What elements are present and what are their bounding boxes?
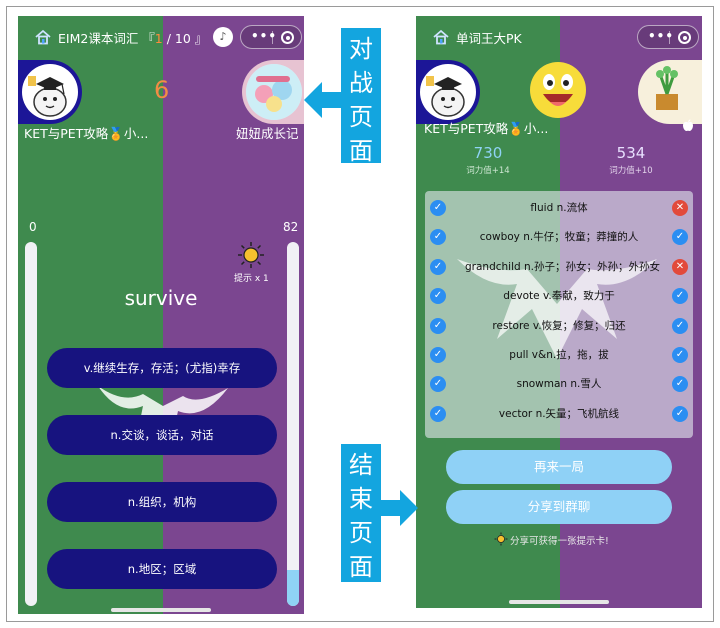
result-row: ✓ devote v.奉献，致力于 ✓ bbox=[425, 281, 693, 310]
mini-program-capsule[interactable]: ••• bbox=[637, 25, 699, 49]
more-icon[interactable]: ••• bbox=[251, 29, 278, 43]
score-left: 730 bbox=[473, 144, 503, 162]
check-icon: ✓ bbox=[672, 347, 688, 363]
score-right: 534 bbox=[616, 144, 646, 162]
result-word: pull v&n.拉，拖，拔 bbox=[509, 349, 609, 361]
callout-end-page: 结束页面 bbox=[341, 444, 381, 582]
end-page-screen: 单词王大PK ••• bbox=[416, 16, 702, 608]
player-left-name: KET与PET攻略🏅小... bbox=[24, 126, 149, 141]
result-word: devote v.奉献，致力于 bbox=[503, 290, 615, 303]
sun-hint-icon bbox=[494, 532, 508, 546]
home-indicator[interactable] bbox=[509, 600, 609, 604]
check-icon: ✓ bbox=[672, 288, 688, 305]
close-target-icon[interactable] bbox=[281, 31, 294, 44]
check-icon: ✓ bbox=[672, 229, 688, 246]
player-left-name: KET与PET攻略🏅小... bbox=[424, 121, 549, 136]
share-to-group-button[interactable]: 分享到群聊 bbox=[446, 490, 672, 524]
arrow-left-icon bbox=[304, 82, 342, 118]
music-icon[interactable]: ♪ bbox=[213, 27, 233, 47]
progress-bar-right bbox=[287, 242, 299, 606]
option-2-button[interactable]: n.交谈，谈话，对话 bbox=[47, 415, 277, 455]
result-word: fluid n.流体 bbox=[530, 202, 588, 214]
result-row: ✓ pull v&n.拉，拖，拔 ✓ bbox=[425, 340, 693, 369]
callout-end-label: 结束页面 bbox=[349, 451, 373, 581]
score-right-delta: 词力值+10 bbox=[609, 166, 653, 176]
result-word: grandchild n.孙子；孙女；外孙；外孙女 bbox=[465, 260, 660, 273]
home-indicator[interactable] bbox=[111, 608, 211, 612]
option-1-button[interactable]: v.继续生存，存活；(尤指)幸存 bbox=[47, 348, 277, 388]
close-target-icon[interactable] bbox=[678, 31, 691, 44]
check-icon: ✓ bbox=[430, 317, 446, 334]
result-row: ✓ restore v.恢复；修复；归还 ✓ bbox=[425, 311, 693, 340]
top-bar: EIM2课本词汇 『1 / 10 』 ♪ ••• bbox=[18, 16, 304, 58]
battle-page-screen: EIM2课本词汇 『1 / 10 』 ♪ ••• KET与PET攻略🏅小... … bbox=[18, 16, 304, 614]
callout-battle-label: 对战页面 bbox=[349, 35, 373, 165]
check-icon: ✓ bbox=[430, 229, 446, 246]
score-left-delta: 词力值+14 bbox=[466, 166, 510, 176]
progress-fill-right bbox=[287, 569, 299, 606]
top-bar: 单词王大PK ••• bbox=[416, 16, 702, 58]
more-icon[interactable]: ••• bbox=[648, 29, 675, 43]
callout-battle-page: 对战页面 bbox=[341, 28, 381, 165]
player-right-avatar bbox=[638, 60, 702, 124]
result-word: cowboy n.牛仔；牧童；莽撞的人 bbox=[479, 231, 639, 244]
option-4-button[interactable]: n.地区；区域 bbox=[47, 549, 277, 589]
check-icon: ✓ bbox=[430, 405, 446, 422]
score-right: 82 bbox=[283, 220, 299, 234]
result-row: ✓ cowboy n.牛仔；牧童；莽撞的人 ✓ bbox=[425, 222, 693, 251]
vs-watermark bbox=[457, 259, 657, 359]
result-row: ✓ vector n.矢量；飞机航线 ✓ bbox=[425, 399, 693, 428]
arrow-right-icon bbox=[380, 490, 418, 526]
progress-bar-left bbox=[25, 242, 37, 606]
home-icon[interactable] bbox=[432, 28, 450, 46]
page-title: EIM2课本词汇 『1 / 10 』 bbox=[58, 31, 208, 46]
option-3-button[interactable]: n.组织，机构 bbox=[47, 482, 277, 522]
check-icon: ✓ bbox=[430, 376, 446, 393]
vs-watermark bbox=[98, 386, 228, 434]
check-icon: ✓ bbox=[672, 405, 688, 422]
cross-icon: ✕ bbox=[672, 200, 688, 216]
score-left: 0 bbox=[29, 220, 37, 234]
result-word: snowman n.雪人 bbox=[516, 378, 602, 391]
player-right-name: 妞妞成长记 bbox=[236, 126, 299, 141]
page-title: 单词王大PK bbox=[456, 31, 522, 46]
player-left-avatar bbox=[416, 60, 480, 124]
result-word: vector n.矢量；飞机航线 bbox=[498, 407, 620, 420]
cross-icon: ✕ bbox=[672, 258, 688, 275]
sun-hint-icon[interactable] bbox=[237, 241, 265, 269]
play-again-button[interactable]: 再来一局 bbox=[446, 450, 672, 484]
result-word: restore v.恢复；修复；归还 bbox=[492, 319, 626, 332]
check-icon: ✓ bbox=[672, 317, 688, 334]
apple-icon bbox=[683, 119, 693, 131]
hint-count: 提示 x 1 bbox=[234, 274, 269, 284]
check-icon: ✓ bbox=[430, 200, 446, 216]
player-left-avatar bbox=[18, 60, 82, 124]
question-word: survive bbox=[124, 286, 198, 310]
mini-program-capsule[interactable]: ••• bbox=[240, 25, 302, 49]
result-row: ✓ fluid n.流体 ✕ bbox=[425, 193, 693, 222]
home-icon[interactable] bbox=[34, 28, 52, 46]
check-icon: ✓ bbox=[430, 347, 446, 363]
share-tip: 分享可获得一张提示卡! bbox=[510, 536, 609, 547]
check-icon: ✓ bbox=[430, 258, 446, 275]
laughing-emoji-icon bbox=[530, 62, 586, 118]
player-right-avatar bbox=[242, 60, 304, 124]
result-row: ✓ grandchild n.孙子；孙女；外孙；外孙女 ✕ bbox=[425, 252, 693, 281]
check-icon: ✓ bbox=[430, 288, 446, 305]
results-list[interactable]: ✓ fluid n.流体 ✕ ✓ cowboy n.牛仔；牧童；莽撞的人 ✓ ✓ grandc… bbox=[425, 191, 693, 438]
result-row: ✓ snowman n.雪人 ✓ bbox=[425, 369, 693, 398]
round-number: 6 bbox=[154, 76, 170, 104]
check-icon: ✓ bbox=[672, 376, 688, 393]
